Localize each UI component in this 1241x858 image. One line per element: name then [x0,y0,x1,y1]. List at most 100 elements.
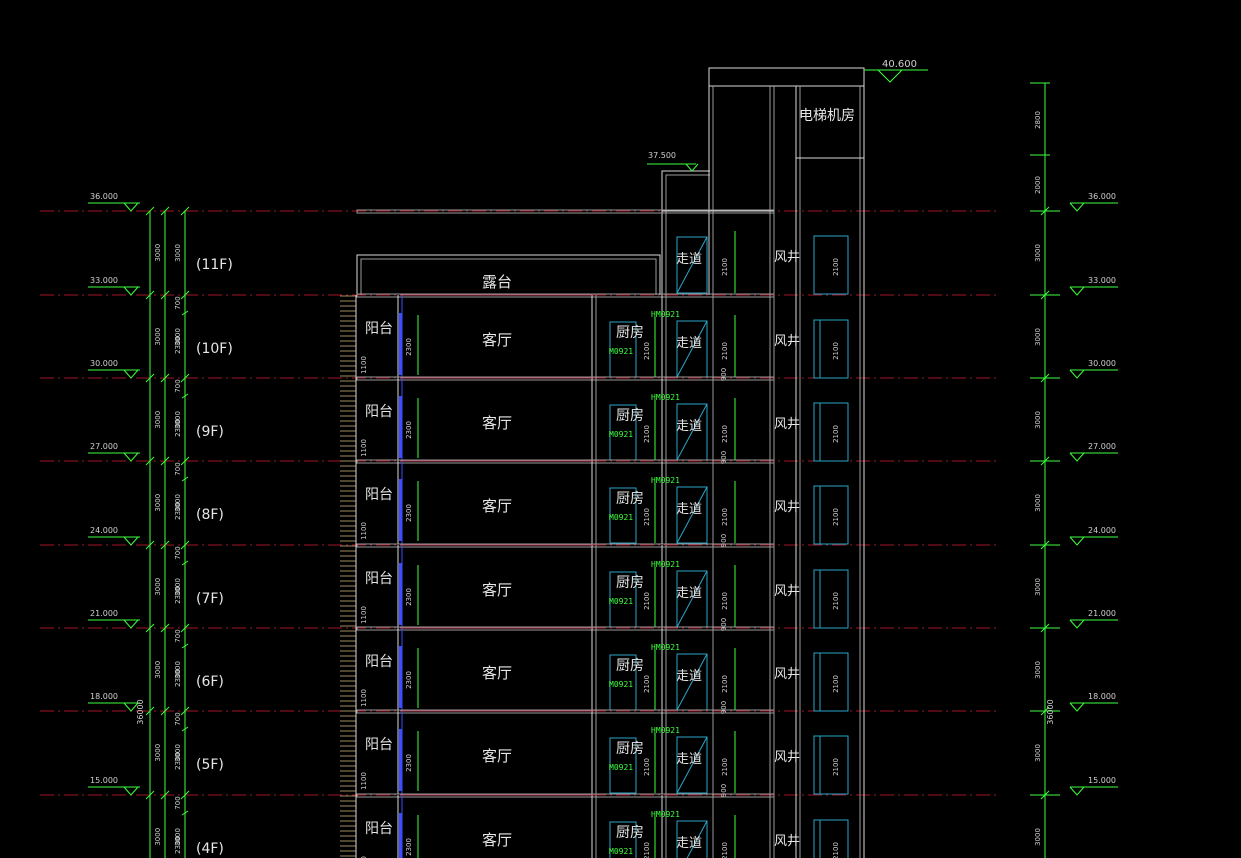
elevation-label: 21.000 [90,609,118,618]
dim-floor-height: 3000 [174,828,182,846]
floor-label: (11F) [196,257,233,273]
room-label-kitchen: 厨房 [616,658,644,674]
dim-window: 2300 [174,586,182,604]
dim-window: 2300 [405,588,413,606]
dim-door: 2100 [721,592,729,610]
room-label-kitchen: 厨房 [616,325,644,341]
window-tag: HM0921 [651,476,680,485]
floor-label: (4F) [196,841,224,857]
dim-tick [180,206,190,216]
dim-tick [181,643,189,649]
room-label-balcony: 阳台 [365,404,393,420]
room-label-balcony: 阳台 [365,821,393,837]
dim-door: 2100 [832,675,840,693]
floor-label: (8F) [196,507,224,523]
elevation-marker [1069,286,1085,296]
dim-floor-height: 3000 [174,244,182,262]
dim-tick [160,456,170,466]
stair-tower-wall-inner [665,174,710,295]
dim-floor-height: 3000 [174,578,182,596]
dim-window: 2300 [405,838,413,856]
dim-window: 2300 [405,754,413,772]
balcony-window [399,396,402,458]
dim-tick [160,290,170,300]
elevation-label: 40.600 [882,59,917,70]
elevation-marker [1069,452,1085,462]
room-label-living: 客厅 [482,581,512,599]
window-tag: HM0921 [651,810,680,819]
room-label-kitchen: 厨房 [616,825,644,841]
room-label-shaft: 风井 [774,417,800,432]
elevation-label: 33.000 [1088,276,1116,285]
elevation-marker [1069,786,1085,796]
elevation-label: 27.000 [1088,442,1116,451]
dim-floor-height: 3000 [1034,494,1042,512]
shaft-door [813,735,849,795]
elevation-label: 36.000 [90,192,118,201]
room-label-corridor: 走道 [676,502,702,517]
dim-tick [145,206,155,216]
dim-door: 2100 [721,425,729,443]
door-swing [676,570,708,628]
room-label-balcony: 阳台 [365,487,393,503]
door-swing [676,320,708,378]
dim-tick [145,790,155,800]
door-swing [676,736,708,794]
shaft-door [813,485,849,545]
dim-tick [160,540,170,550]
door [676,236,708,294]
room-label-corridor: 走道 [676,252,702,267]
room-label-balcony: 阳台 [365,321,393,337]
dim-lintel: 900 [720,368,728,381]
shaft-door [813,819,849,858]
window-tag: HM0921 [651,726,680,735]
room-label-kitchen: 厨房 [616,491,644,507]
window-tag: HM0921 [651,310,680,319]
door-tag: M0921 [609,763,633,772]
dim-tick [180,540,190,550]
dim-floor-height: 3000 [154,328,162,346]
elevation-label: 36.000 [1088,192,1116,201]
room-label-living: 客厅 [482,831,512,849]
dim-door: 2100 [832,258,840,276]
floor-slab [356,543,775,548]
dim-window: 2300 [405,671,413,689]
elevation-marker [123,536,139,546]
elevation-label: 27.000 [90,442,118,451]
dim-tick [180,706,190,716]
dim-tick [145,456,155,466]
dim-top-a: 2800 [1034,111,1042,129]
dim-sill: 700 [174,296,182,309]
elevation-label: 24.000 [90,526,118,535]
door-tag: M0921 [609,680,633,689]
dim-floor-height: 3000 [154,578,162,596]
dim-door: 2100 [721,342,729,360]
shaft-door [813,569,849,629]
door-swing [676,486,708,544]
dim-window: 2300 [405,504,413,522]
dim-tick [181,726,189,732]
dim-tick [145,623,155,633]
dim-window: 2300 [405,338,413,356]
room-label-kitchen: 厨房 [616,408,644,424]
dim-door: 2100 [832,592,840,610]
floor-label: (7F) [196,591,224,607]
dim-tick [1040,706,1050,716]
dim-floor-height: 3000 [154,411,162,429]
dim-door: 2100 [643,758,651,776]
dim-tick [181,560,189,566]
dim-door: 2100 [832,508,840,526]
dim-door: 2100 [721,758,729,776]
room-label-corridor: 走道 [676,586,702,601]
room-label-living: 客厅 [482,414,512,432]
room-label-shaft: 风井 [774,834,800,849]
dim-overall: 36000 [1046,699,1055,724]
machine-room-wall [708,67,865,858]
dim-tick [1040,540,1050,550]
dim-door: 2100 [643,592,651,610]
dim-tick [1040,790,1050,800]
room-label-corridor: 走道 [676,752,702,767]
dim-tick [1040,206,1050,216]
dim-rail: 1100 [360,689,368,707]
kitchen-door [609,821,637,858]
